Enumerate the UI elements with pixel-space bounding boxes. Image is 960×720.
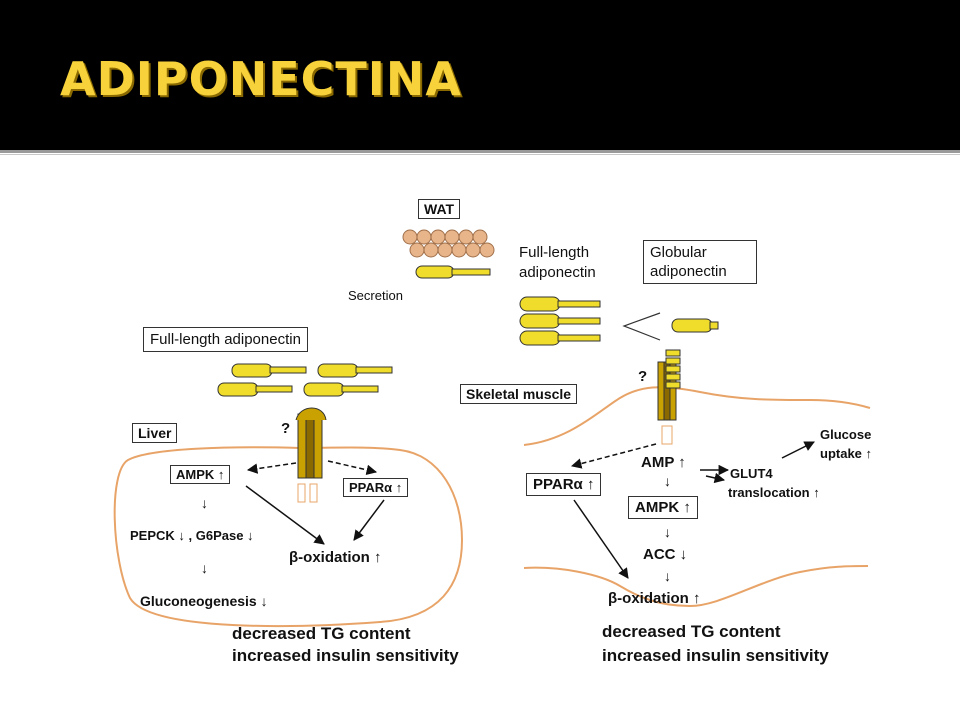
liver-outcome-insulin: increased insulin sensitivity [232,646,459,665]
muscle-beta-oxidation: β-oxidation ↑ [608,590,701,607]
muscle-acc-text: ACC ↓ [643,546,688,563]
question-mark-muscle: ? [638,368,648,385]
slide-title: ADIPONECTINA [60,52,462,106]
muscle-arrow-down-2: ↓ [664,524,671,540]
liver-adiponectin-receptor [295,407,327,503]
globular-adiponectin-box: Globular adiponectin [643,240,757,284]
cleavage-symbol [622,312,661,341]
muscle-arrow-down-1: ↓ [664,473,671,489]
full-length-label-line1: Full-length [519,244,590,261]
liver-label: Liver [132,423,178,443]
muscle-ppar-box: PPARα ↑ [526,473,602,496]
liver-pepck-text: PEPCK ↓ , G6Pase ↓ [130,528,254,543]
divider-line [0,150,960,153]
liver-gluconeogenesis: Gluconeogenesis ↓ [140,593,268,609]
muscle-pathway-arrows [570,441,815,579]
muscle-glucose-line2: uptake ↑ [820,446,873,461]
muscle-amp-text: AMP ↑ [641,454,686,471]
liver-ampk-box: AMPK ↑ [170,465,231,484]
liver-arrow-down-2: ↓ [201,560,208,576]
muscle-cell-membrane-bottom [523,565,869,608]
muscle-glucose-line1: Glucose [820,427,872,442]
full-length-label-line2: adiponectin [519,264,596,281]
muscle-glut4-line1: GLUT4 [730,466,773,481]
muscle-outcome-insulin: increased insulin sensitivity [602,646,829,665]
liver-pathway-arrows [245,460,385,545]
full-length-adiponectin-left [217,363,393,397]
muscle-arrow-down-3: ↓ [664,568,671,584]
skeletal-muscle-label: Skeletal muscle [460,384,578,404]
liver-ppar-box: PPARα ↑ [343,478,409,497]
secreted-adiponectin [415,265,491,279]
muscle-outcome-tg: decreased TG content [602,622,781,641]
full-length-adiponectin-box: Full-length adiponectin [143,327,308,352]
globular-adiponectin [671,318,719,333]
liver-beta-oxidation: β-oxidation ↑ [289,549,382,566]
divider-line-thin [0,154,960,155]
globular-label-line2: adiponectin [650,263,727,280]
muscle-cell-membrane-top [523,386,871,446]
title-bar: ADIPONECTINA [0,0,960,150]
wat-label: WAT [418,199,461,219]
muscle-adiponectin-receptor [657,349,681,445]
liver-cell-membrane [113,446,464,628]
globular-label-line1: Globular [650,244,707,261]
liver-outcome-tg: decreased TG content [232,624,411,643]
secretion-label: Secretion [348,288,403,303]
question-mark-liver: ? [281,420,291,437]
full-length-adiponectin-trimers [519,296,601,346]
muscle-ampk-box: AMPK ↑ [628,496,698,519]
wat-adipocytes [402,229,495,258]
muscle-glut4-line2: translocation ↑ [728,485,820,500]
liver-arrow-down-1: ↓ [201,495,208,511]
